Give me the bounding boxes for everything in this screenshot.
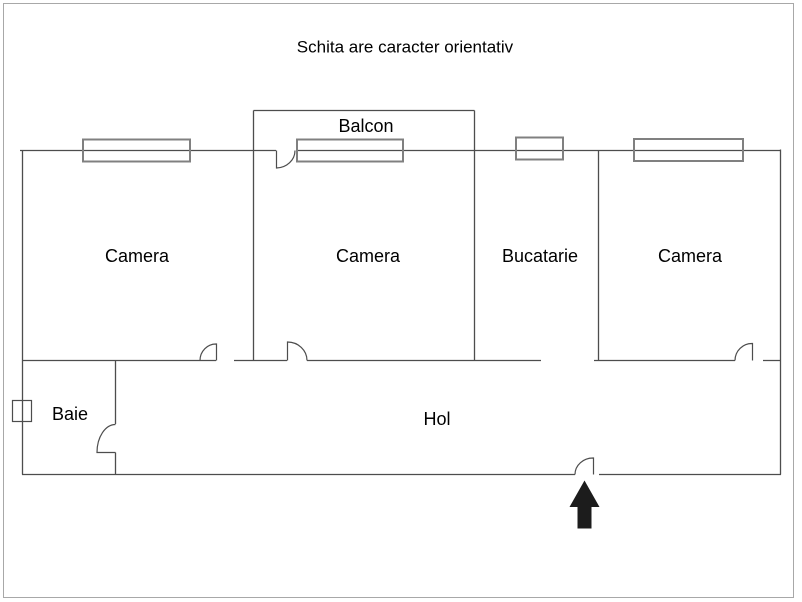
camera-left-door-swing-icon <box>199 343 218 361</box>
camera-center-window-icon <box>296 138 404 163</box>
entrance-door-swing-icon <box>574 457 595 475</box>
room-label-camera-right: Camera <box>657 246 723 266</box>
room-label-camera-left: Camera <box>104 246 170 266</box>
balcony-door-swing-icon <box>275 150 296 169</box>
camera-right-door-swing-icon <box>734 342 754 361</box>
entrance-arrow-icon <box>569 480 600 529</box>
page-title: Schita are caracter orientativ <box>296 37 514 57</box>
page-border <box>3 3 794 598</box>
camera-left-window-icon <box>82 138 191 163</box>
room-label-hol: Hol <box>423 409 451 429</box>
baie-door-swing-icon <box>96 423 116 454</box>
baie-window-icon <box>11 399 33 423</box>
room-label-balcon: Balcon <box>338 116 394 136</box>
bucatarie-window-icon <box>515 136 564 161</box>
camera-right-window-icon <box>633 138 744 162</box>
camera-center-door-swing-icon <box>286 341 308 361</box>
room-label-bucatarie: Bucatarie <box>501 246 579 266</box>
room-label-baie: Baie <box>51 404 89 424</box>
room-label-camera-center: Camera <box>335 246 401 266</box>
